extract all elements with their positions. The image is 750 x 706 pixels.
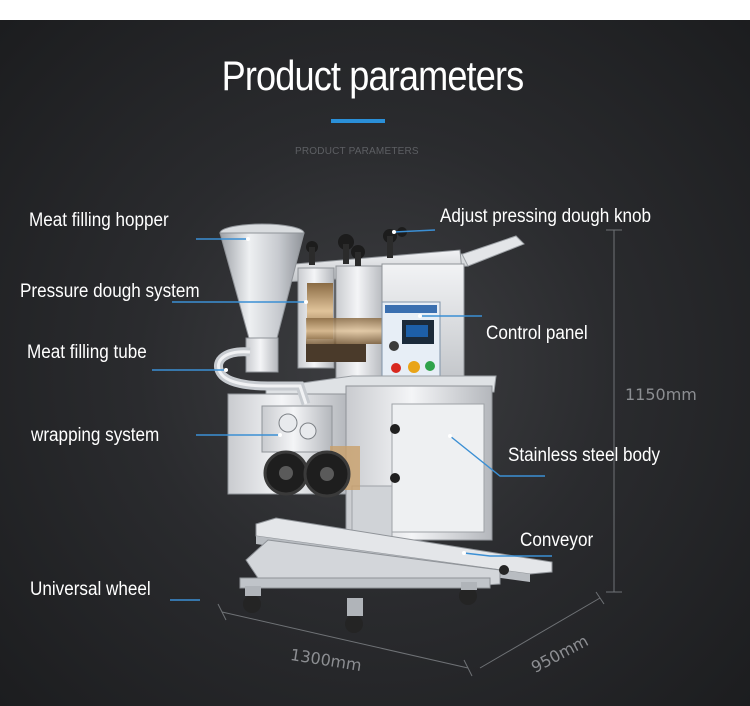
label-conveyor: Conveyor bbox=[520, 530, 594, 551]
universal-wheel-icon bbox=[243, 565, 509, 633]
label-universal-wheel: Universal wheel bbox=[30, 579, 151, 600]
title-accent-bar bbox=[331, 119, 385, 123]
leader-dots bbox=[224, 230, 466, 555]
stop-button-icon bbox=[391, 363, 401, 373]
dimension-lines bbox=[217, 229, 622, 677]
label-meat-filling-hopper: Meat filling hopper bbox=[29, 210, 169, 231]
cabinet-door bbox=[391, 403, 485, 533]
dimension-height: 1150mm bbox=[625, 385, 697, 404]
label-stainless-steel-body: Stainless steel body bbox=[508, 445, 661, 466]
label-pressure-dough-system: Pressure dough system bbox=[20, 281, 200, 302]
label-control-panel: Control panel bbox=[486, 323, 588, 344]
start-button-icon bbox=[408, 361, 420, 373]
base-frame bbox=[239, 539, 501, 589]
page-title: Product parameters bbox=[221, 52, 525, 99]
leader-lines bbox=[152, 229, 552, 601]
page-subtitle: PRODUCT PARAMETERS bbox=[295, 146, 419, 157]
wrapping-system bbox=[261, 405, 360, 498]
meat-filling-tube bbox=[214, 347, 311, 406]
meat-filling-hopper bbox=[219, 223, 305, 373]
control-panel bbox=[381, 301, 441, 381]
top-white-strip bbox=[0, 0, 750, 20]
label-meat-filling-tube: Meat filling tube bbox=[27, 342, 147, 363]
label-adjust-pressing-dough-knob: Adjust pressing dough knob bbox=[440, 206, 652, 227]
reset-button-icon bbox=[425, 361, 435, 371]
label-wrapping-system: wrapping system bbox=[31, 425, 160, 446]
